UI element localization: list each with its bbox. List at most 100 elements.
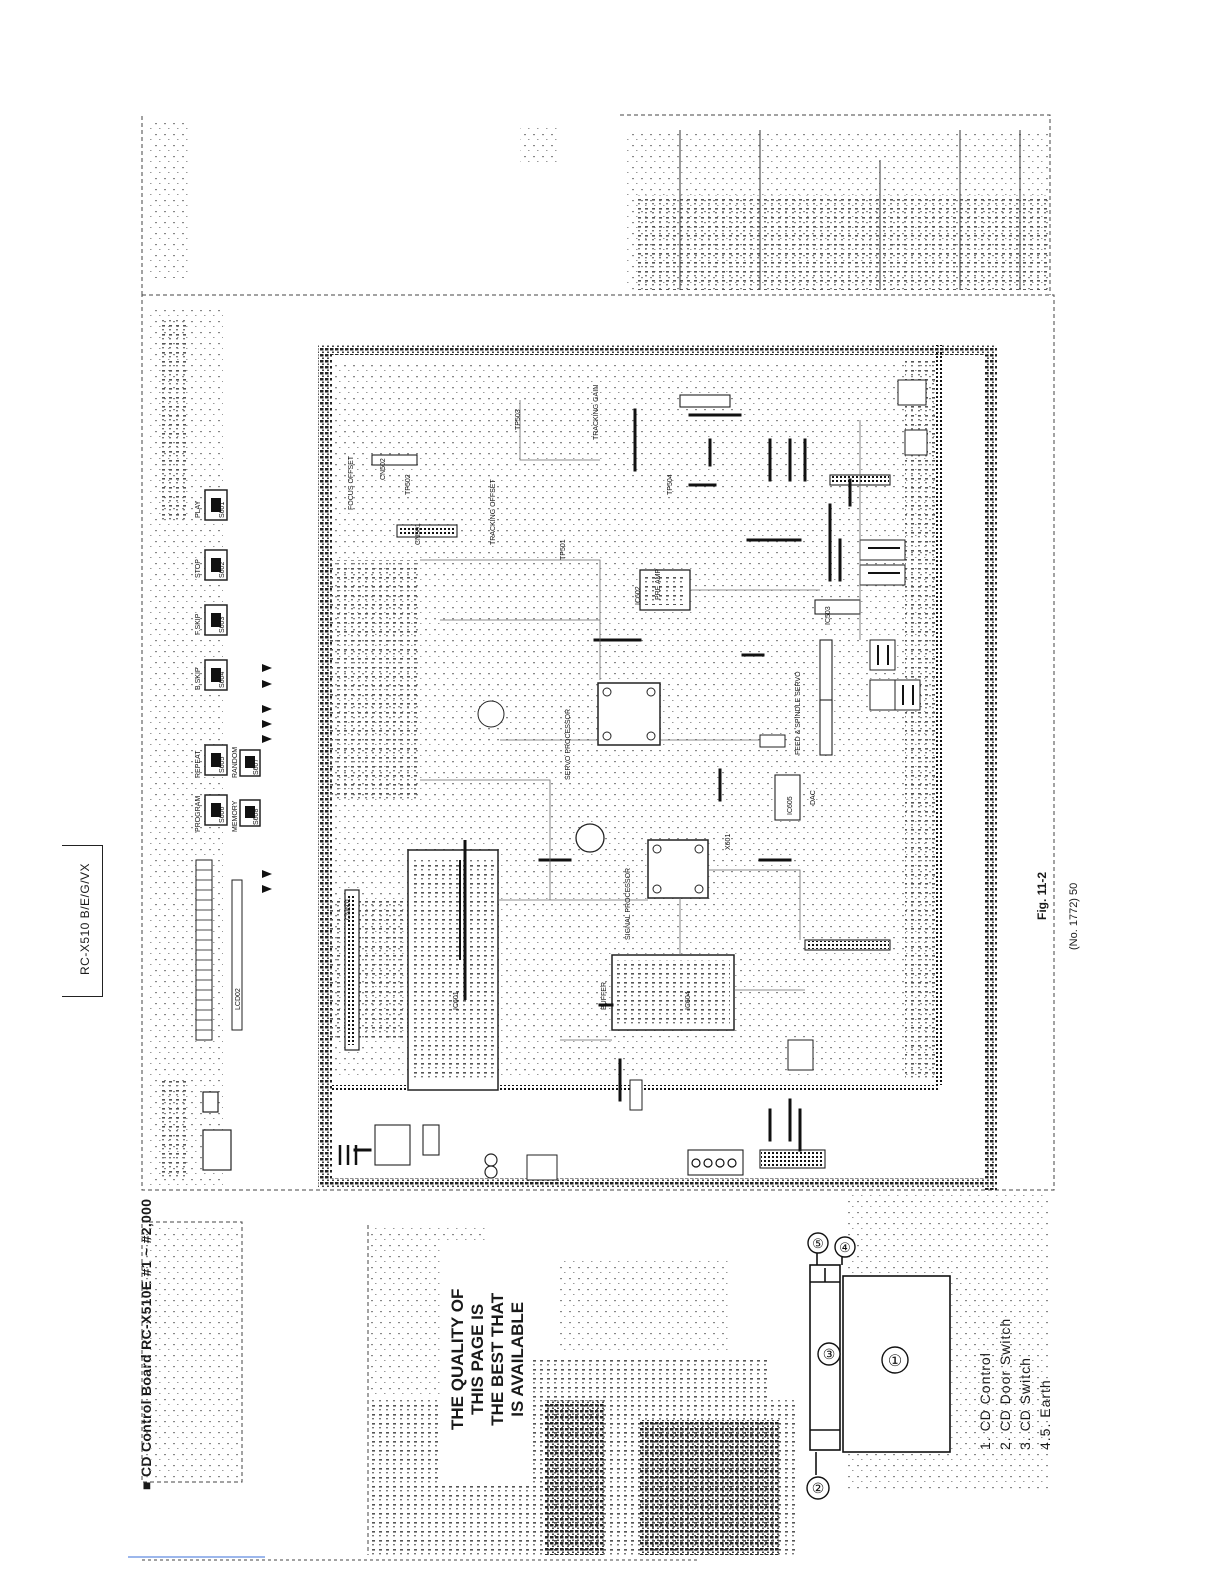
label-ic605: IC605 [787,796,794,815]
switch-label-memory: MEMORY [232,800,239,832]
switch-label-repeat: REPEAT [195,750,202,778]
callout-1: ① [888,1353,902,1371]
label-tp503: TP503 [515,409,522,430]
switch-ref-s603: S603 [219,617,226,633]
switch-ref-s608: S608 [253,809,260,825]
switch-ref-s605: S605 [219,757,226,773]
board-traces [420,400,861,1041]
callout-2: ② [812,1482,825,1498]
label-tracking-offset: TRACKING OFFSET [490,479,497,545]
callout-3: ③ [823,1348,836,1364]
component-q616 [526,1154,558,1181]
legend-item-1: 1. CD Control [977,1352,993,1450]
quality-line-3: THE BEST THAT [488,1292,507,1426]
capacitor-c640 [575,823,605,853]
label-feed-servo: FEED & SPINDLE SERVO [795,671,802,755]
label-buffer: BUFFER [601,982,608,1010]
label-pre-amp: PRE AMP [655,569,662,600]
switch-ref-s607: S607 [253,759,260,775]
transistor-group-f [897,379,927,406]
switch-ref-s606: S606 [219,807,226,823]
transistor-group-d [869,679,896,711]
switch-label-bskip: B.SKIP [195,667,202,690]
label-tp501: TP501 [560,539,567,560]
quality-note-box [440,1240,530,1485]
legend-item-2: 2. CD Door Switch [997,1317,1013,1450]
label-ic604: IC604 [685,991,692,1010]
legend-item-4: 4.5. Earth [1037,1379,1053,1450]
label-tracking-gain: TRACKING GAIN [593,385,600,440]
switch-label-play: PLAY [195,500,202,518]
switch-label-random: RANDOM [232,747,239,778]
callout-4-circle [834,1236,856,1258]
switch-ref-s604: S604 [219,672,226,688]
ic603-signal-qfp [647,839,709,899]
transistor-group-e [894,679,921,711]
transistor-group-c [869,639,896,671]
component-s609 [202,1091,219,1113]
callout-5-circle [807,1232,829,1254]
test-point-t02 [477,700,505,728]
resistor-pack-b [819,699,833,756]
label-ic601: IC601 [453,991,460,1010]
label-cn502: CN502 [380,458,387,480]
label-signal-processor: SIGNAL PROCESSOR [625,868,632,940]
quality-line-4: IS AVAILABLE [508,1301,527,1417]
ic604-buffer [611,954,735,1031]
label-cn601: CN601 [345,898,352,920]
switch-label-fskip: F.SKIP [195,613,202,635]
quality-notice: THE QUALITY OF THIS PAGE IS THE BEST THA… [448,1289,528,1430]
legend-item-3: 3. CD Switch [1017,1357,1033,1450]
jack-b [484,1165,498,1179]
left-pin-labels-b [160,1080,190,1180]
ic601-microcontroller [407,849,499,1091]
label-ic602: IC602 [635,586,642,605]
transistor-group-a [859,539,906,561]
page-reference: (No. 1772) 50 [1068,882,1080,950]
label-lcd: LCD02 [235,988,242,1010]
faint-marks-top-left [150,118,190,278]
component-led-block [202,1129,232,1171]
callout-1-circle [881,1346,909,1374]
ic605-dac [774,774,801,821]
label-dac: DAC [810,790,817,805]
connector-cn504 [814,599,861,615]
quality-line-2: THIS PAGE IS [468,1303,487,1415]
label-ic503: IC503 [825,606,832,625]
connector-pins-top-right [635,195,1050,290]
label-tp502: TP502 [405,474,412,495]
label-tp504: TP504 [667,474,674,495]
label-x601: X601 [725,834,732,850]
component-q613 [374,1124,411,1166]
ic602-servo-qfp [597,682,661,746]
connector-legend: 1. CD Control 2. CD Door Switch 3. CD Sw… [975,1318,1055,1450]
callout-3-circle [817,1342,841,1366]
main-board-border [318,345,997,1190]
transistor-group-i [629,1079,643,1111]
callout-2-circle [806,1476,830,1500]
quality-line-1: THE QUALITY OF [448,1288,467,1430]
switch-label-program: PROGRAM [195,796,202,832]
model-tag-frame [62,845,103,997]
callout-4: ④ [839,1241,851,1256]
figure-label: Fig. 11-2 [1035,871,1049,920]
right-pin-column [905,360,935,1080]
transistor-group-g [904,429,928,456]
label-cn501: CN501 [415,523,422,545]
switch-ref-s602: S602 [219,562,226,578]
switch-label-stop: STOP [195,559,202,578]
resistor-array-b [330,900,410,1040]
label-focus-offset: FOCUS OFFSET [348,455,355,510]
callout-5: ⑤ [812,1237,824,1252]
transistor-group-b [859,564,906,586]
transistor-group-j [759,734,786,748]
transistor-group-h [787,1039,814,1071]
label-servo-processor: SERVO PROCESSOR [565,709,572,780]
led-indicators [262,664,272,893]
connector-cn505 [679,394,731,408]
switch-ref-s601: S601 [219,502,226,518]
faint-marks-top-mid [520,125,560,165]
resistor-array-a [330,560,420,800]
jumper-wires [353,408,852,1152]
left-pin-labels-a [160,320,190,520]
